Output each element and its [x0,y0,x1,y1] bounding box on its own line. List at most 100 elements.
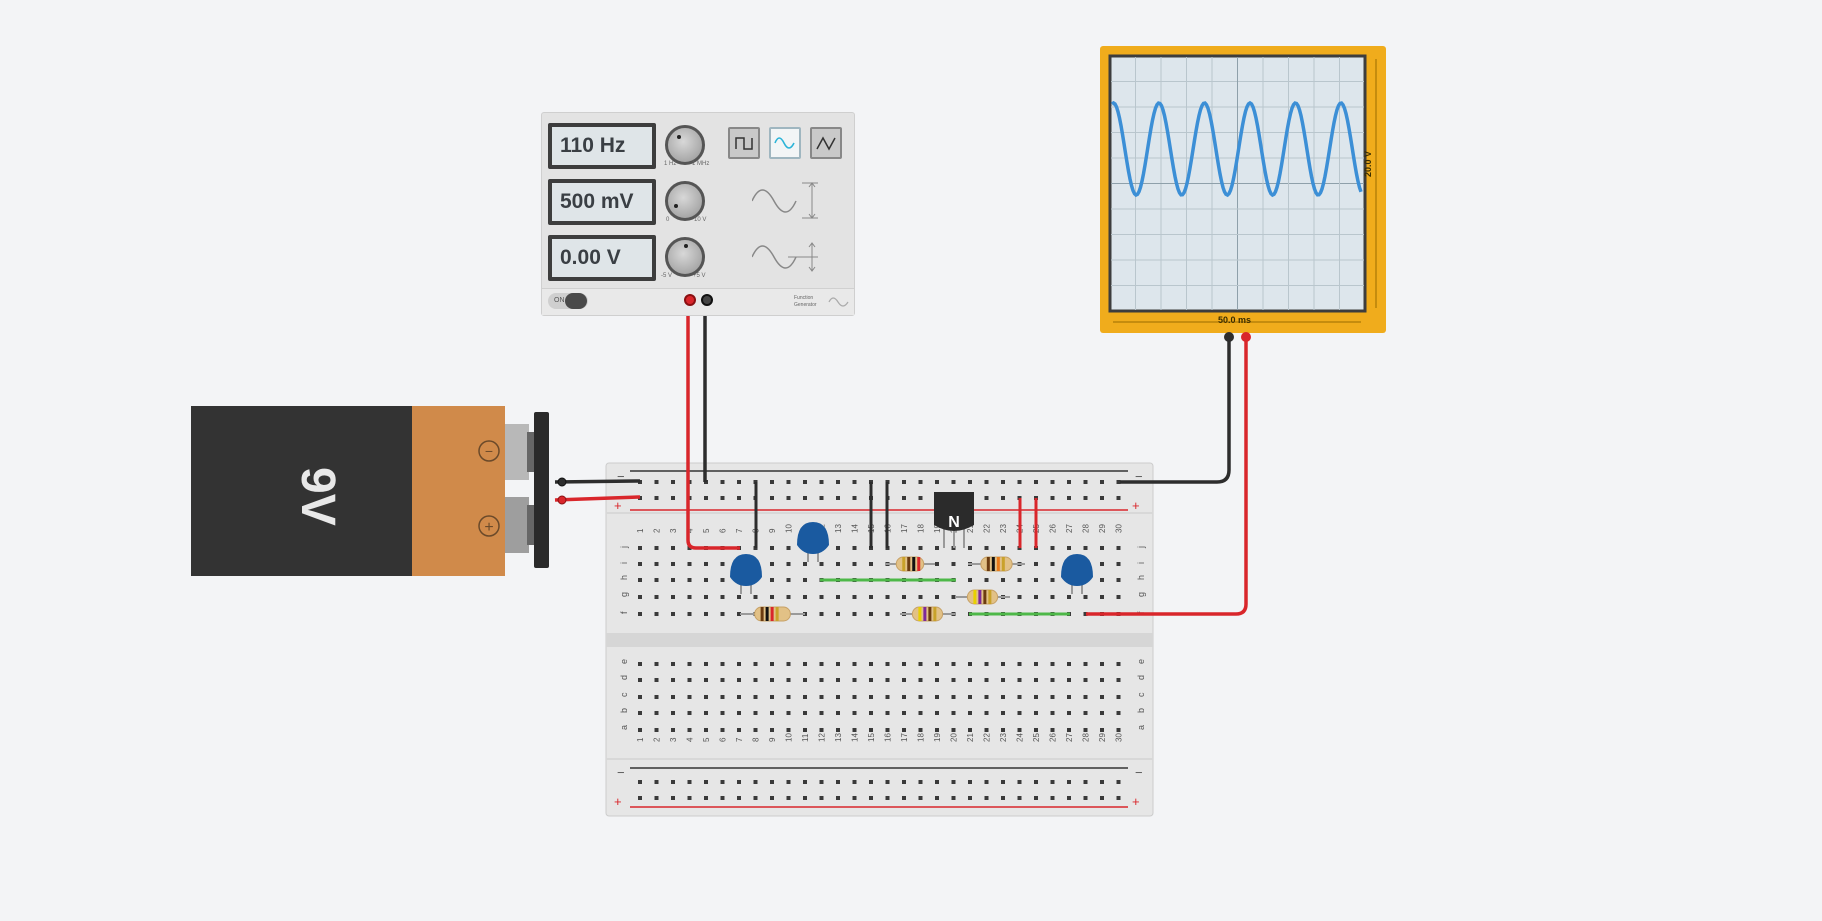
column-number: 19 [933,524,942,533]
column-number: 9 [768,528,777,533]
wire-battery-negative[interactable] [554,479,641,484]
column-number: 19 [933,733,942,742]
column-number: 21 [966,524,975,533]
column-number: 8 [752,737,761,742]
sine-wave-button[interactable] [769,127,801,159]
column-number: 30 [1115,524,1124,533]
column-number: 22 [983,733,992,742]
row-letter: b [1136,708,1146,713]
brand-line2: Generator [794,302,817,308]
offset-range-min: -5 V [661,273,673,279]
resistor-2[interactable] [885,556,935,572]
frequency-knob[interactable] [665,125,705,165]
components[interactable]: N [730,492,1093,622]
column-number: 13 [834,524,843,533]
battery-clip-negative[interactable] [557,477,567,487]
battery-body [191,406,413,576]
column-number: 28 [1082,733,1091,742]
column-number: 26 [1049,733,1058,742]
scope-time-label: 50.0 ms [1218,315,1252,325]
amplitude-range-max: 10 V [694,217,707,223]
square-wave-button[interactable] [728,127,760,159]
row-letter: a [619,725,629,730]
resistor-4[interactable] [968,556,1025,572]
row-letter: a [1136,725,1146,730]
row-letter: c [619,692,629,697]
battery-terminal-positive[interactable] [505,497,529,553]
column-number: 1 [636,528,645,533]
fg-positive-terminal[interactable] [684,294,696,306]
column-number: 28 [1082,524,1091,533]
row-letter: f [619,611,629,614]
rail-minus-label-br: − [1135,765,1143,780]
capacitor-2[interactable] [797,522,829,562]
row-letter: b [619,708,629,713]
column-number: 3 [669,737,678,742]
column-number: 12 [818,733,827,742]
scope-ground-terminal[interactable] [1224,332,1234,342]
resistor-3[interactable] [900,606,955,622]
column-number: 27 [1065,524,1074,533]
column-number: 13 [834,733,843,742]
triangle-wave-button[interactable] [810,127,842,159]
transistor-npn[interactable]: N [934,492,974,548]
function-generator-footer: ON Function Generator [542,288,854,315]
wires[interactable] [554,303,1248,616]
battery-label: 9V [291,467,344,526]
power-label: ON [554,297,565,304]
column-number: 18 [917,524,926,533]
row-letter: c [1136,692,1146,697]
transistor-label: N [948,514,960,531]
wire-scope-ground[interactable] [1120,337,1231,484]
column-number: 25 [1032,733,1041,742]
amplitude-knob[interactable] [665,181,705,221]
positive-symbol-icon [478,515,500,537]
column-number: 23 [999,733,1008,742]
rail-plus-label-tl: + [614,498,622,513]
column-number: 21 [966,733,975,742]
column-number: 10 [785,524,794,533]
row-letter: g [1136,592,1146,597]
scope-probe-terminal[interactable] [1241,332,1251,342]
column-number: 14 [851,733,860,742]
wire-scope-probe[interactable] [1086,337,1248,616]
column-number: 15 [867,733,876,742]
scope-grid [1111,57,1364,310]
rail-minus-label-tl: − [617,469,625,484]
oscilloscope[interactable] [1100,46,1386,342]
negative-symbol-icon [478,440,500,462]
amplitude-range-min: 0 [666,217,670,223]
offset-knob[interactable] [665,237,705,277]
resistor-5[interactable] [955,589,1010,605]
row-letter: g [619,592,629,597]
row-letter: d [619,675,629,680]
rail-minus-label-tr: − [1135,469,1143,484]
wire-battery-positive[interactable] [554,495,641,502]
fg-ground-terminal[interactable] [701,294,713,306]
function-generator[interactable]: 110 Hz 500 mV 0.00 V 1 Hz 1 MHz 0 10 V -… [541,112,855,316]
capacitor-1[interactable] [730,554,762,594]
amplitude-display: 500 mV [548,179,656,225]
column-number: 6 [719,737,728,742]
battery-positive-symbol: + [484,519,493,536]
wire-fg-positive[interactable] [686,303,740,550]
battery-connector [534,412,549,568]
column-number: 11 [801,733,810,742]
offset-display: 0.00 V [548,235,656,281]
offset-range-max: +5 V [693,273,706,279]
battery-terminal-negative[interactable] [505,424,529,480]
column-number: 16 [884,733,893,742]
resistor-1[interactable] [740,606,805,622]
battery-9v[interactable]: − + [191,406,567,576]
column-number: 18 [917,733,926,742]
column-number: 10 [785,733,794,742]
triangle-wave-icon [816,136,836,151]
row-letter: i [619,562,629,564]
column-number: 30 [1115,733,1124,742]
power-toggle[interactable]: ON [548,293,588,309]
column-number: 1 [636,737,645,742]
row-letter: j [619,546,629,549]
capacitor-3[interactable] [1061,554,1093,594]
battery-clip-positive[interactable] [557,495,567,505]
